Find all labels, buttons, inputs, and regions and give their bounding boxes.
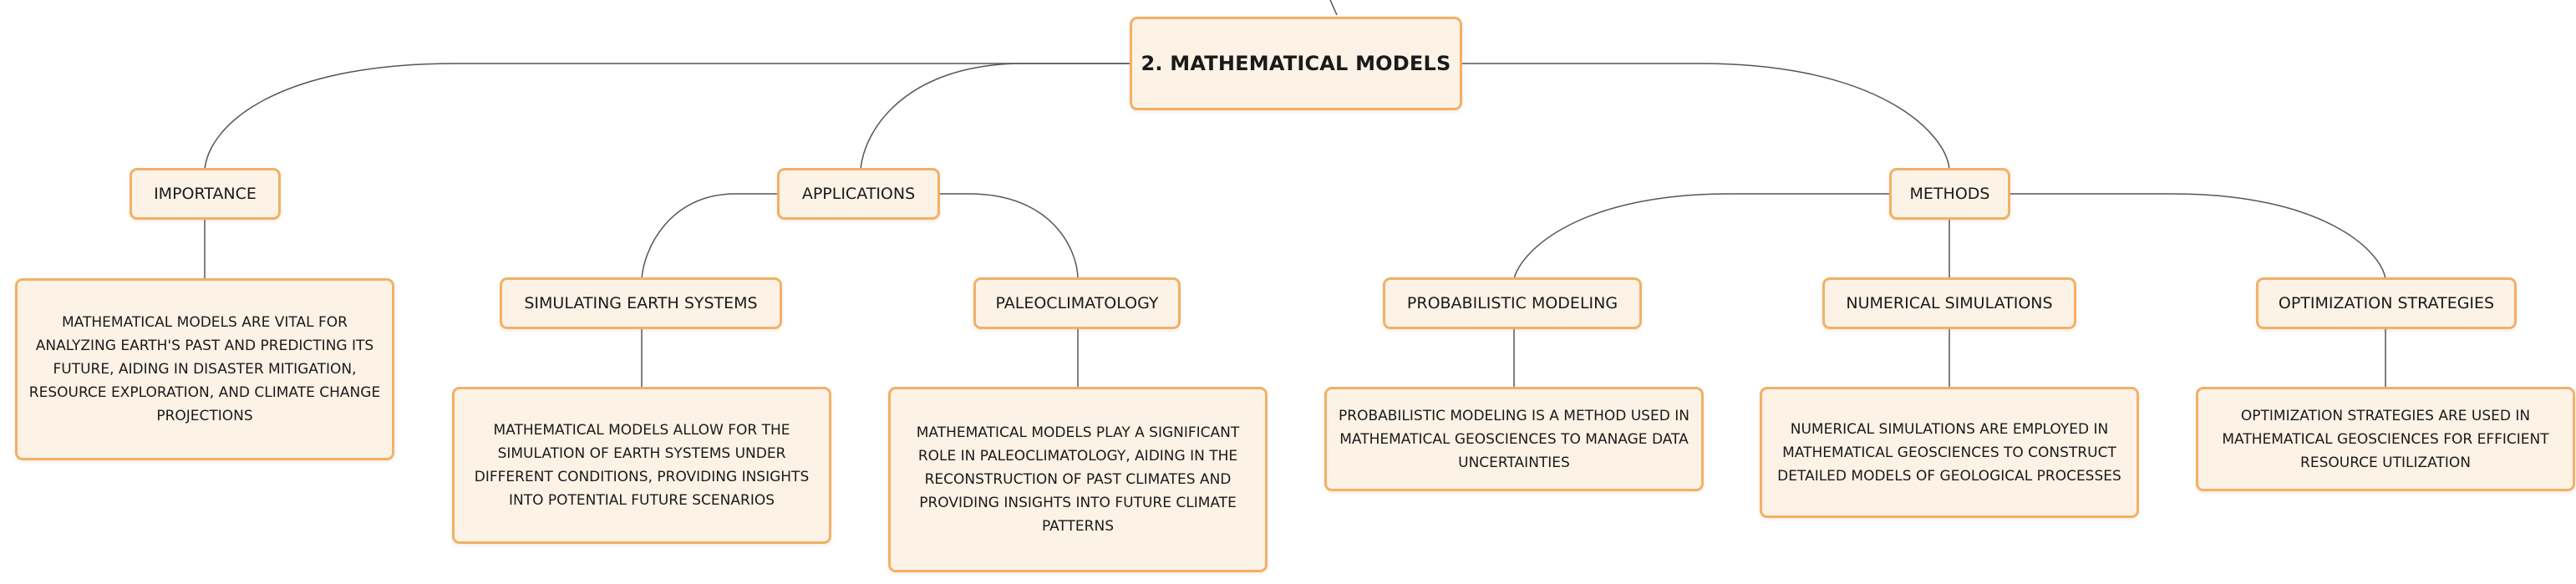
simulating-earth-systems-node[interactable]: SIMULATING EARTH SYSTEMS xyxy=(500,277,782,329)
optimization-strategies-description: OPTIMIZATION STRATEGIES ARE USED IN MATH… xyxy=(2222,407,2549,471)
connector-methods-optimization xyxy=(2009,193,2386,280)
simulating-earth-systems-description: MATHEMATICAL MODELS ALLOW FOR THE SIMULA… xyxy=(474,422,810,509)
paleoclimatology-description: MATHEMATICAL MODELS PLAY A SIGNIFICANT R… xyxy=(916,424,1240,535)
numerical-simulations-description: NUMERICAL SIMULATIONS ARE EMPLOYED IN MA… xyxy=(1777,420,2121,485)
probabilistic-modeling-label: PROBABILISTIC MODELING xyxy=(1406,294,1618,312)
methods-node[interactable]: METHODS xyxy=(1889,168,2010,220)
paleoclimatology-description-node[interactable]: MATHEMATICAL MODELS PLAY A SIGNIFICANT R… xyxy=(888,387,1268,572)
simulating-earth-systems-description-node[interactable]: MATHEMATICAL MODELS ALLOW FOR THE SIMULA… xyxy=(452,387,831,544)
paleoclimatology-label: PALEOCLIMATOLOGY xyxy=(995,294,1159,312)
connector-root-applications xyxy=(860,63,1141,170)
connector-root-importance xyxy=(204,63,1141,170)
optimization-strategies-label: OPTIMIZATION STRATEGIES xyxy=(2278,294,2495,312)
connector-parent-root xyxy=(1329,0,1338,16)
methods-label: METHODS xyxy=(1909,185,1990,203)
probabilistic-modeling-description-node[interactable]: PROBABILISTIC MODELING IS A METHOD USED … xyxy=(1324,387,1704,491)
connector-applications-simulating xyxy=(641,193,779,280)
probabilistic-modeling-node[interactable]: PROBABILISTIC MODELING xyxy=(1383,277,1642,329)
importance-description-node[interactable]: MATHEMATICAL MODELS ARE VITAL FOR ANALYZ… xyxy=(15,278,394,460)
applications-node[interactable]: APPLICATIONS xyxy=(777,168,940,220)
connector-methods-probabilistic xyxy=(1513,193,1891,280)
importance-label: IMPORTANCE xyxy=(154,185,257,203)
optimization-strategies-node[interactable]: OPTIMIZATION STRATEGIES xyxy=(2256,277,2517,329)
numerical-simulations-node[interactable]: NUMERICAL SIMULATIONS xyxy=(1822,277,2076,329)
root-title: 2. MATHEMATICAL MODELS xyxy=(1141,52,1451,75)
simulating-earth-systems-label: SIMULATING EARTH SYSTEMS xyxy=(524,294,758,312)
connector-root-methods xyxy=(1458,63,1950,170)
numerical-simulations-label: NUMERICAL SIMULATIONS xyxy=(1846,294,2053,312)
root-node[interactable]: 2. MATHEMATICAL MODELS xyxy=(1130,17,1462,110)
paleoclimatology-node[interactable]: PALEOCLIMATOLOGY xyxy=(973,277,1181,329)
connector-applications-paleo xyxy=(940,193,1079,280)
optimization-strategies-description-node[interactable]: OPTIMIZATION STRATEGIES ARE USED IN MATH… xyxy=(2196,387,2575,491)
importance-node[interactable]: IMPORTANCE xyxy=(130,168,281,220)
numerical-simulations-description-node[interactable]: NUMERICAL SIMULATIONS ARE EMPLOYED IN MA… xyxy=(1760,387,2139,518)
importance-description: MATHEMATICAL MODELS ARE VITAL FOR ANALYZ… xyxy=(28,314,381,424)
applications-label: APPLICATIONS xyxy=(801,185,916,203)
probabilistic-modeling-description: PROBABILISTIC MODELING IS A METHOD USED … xyxy=(1339,407,1689,471)
